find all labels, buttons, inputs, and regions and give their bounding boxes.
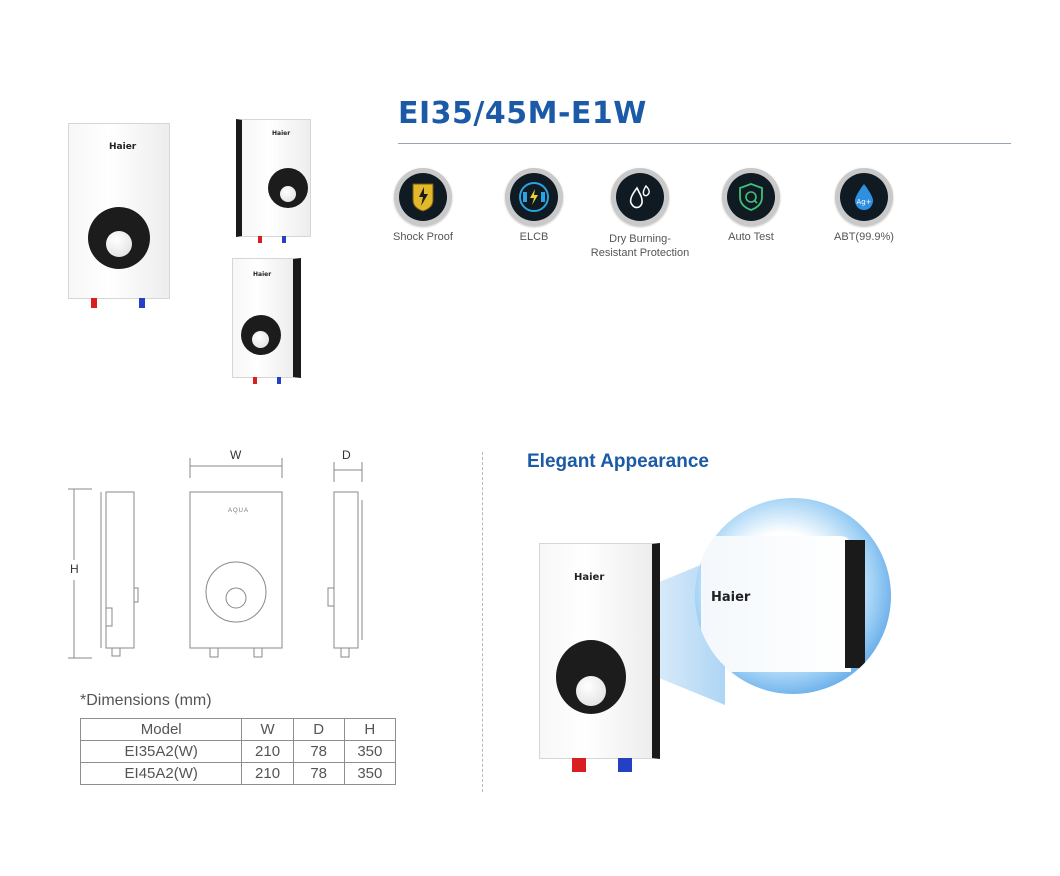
closeup-side bbox=[845, 540, 865, 668]
technical-drawing: H W D AQUA bbox=[60, 440, 380, 670]
table-cell-d: 78 bbox=[292, 762, 345, 785]
shock-proof-icon bbox=[399, 173, 447, 221]
cold-pipe bbox=[277, 377, 281, 384]
feature-label: Auto Test bbox=[728, 231, 774, 243]
feature-auto-test: Auto Test bbox=[691, 168, 811, 244]
table-header-cell: D bbox=[292, 718, 345, 741]
feature-label: ELCB bbox=[519, 231, 549, 243]
title-divider bbox=[398, 143, 1011, 144]
hot-pipe bbox=[258, 236, 262, 243]
silver-ion-drop-icon: Ag+ bbox=[840, 173, 888, 221]
feature-abt: Ag+ ABT(99.9%) bbox=[804, 168, 924, 244]
cold-pipe bbox=[618, 758, 632, 772]
water-drops-icon bbox=[616, 173, 664, 221]
feature-label: Dry Burning- Resistant Protection bbox=[590, 233, 690, 259]
cold-pipe bbox=[139, 298, 145, 308]
feature-shock-proof: Shock Proof bbox=[363, 168, 483, 244]
feature-label: Shock Proof bbox=[393, 231, 453, 243]
feature-badge bbox=[722, 168, 780, 226]
feature-badge bbox=[505, 168, 563, 226]
depth-label: D bbox=[342, 448, 351, 462]
closeup-panel bbox=[701, 536, 851, 672]
table-cell-w: 210 bbox=[241, 762, 294, 785]
closeup-brand: Haier bbox=[711, 590, 751, 605]
elcb-icon bbox=[510, 173, 558, 221]
table-row: EI45A2(W) 210 78 350 bbox=[79, 762, 397, 785]
feature-dry-burning: Dry Burning- Resistant Protection bbox=[580, 168, 700, 260]
table-header-row: Model W D H bbox=[79, 718, 397, 741]
product-hero-image: Haier bbox=[539, 543, 660, 772]
brand-logo: Haier bbox=[272, 130, 291, 137]
temperature-knob bbox=[576, 676, 606, 706]
hot-pipe bbox=[253, 377, 257, 384]
height-label: H bbox=[70, 562, 79, 576]
table-row: EI35A2(W) 210 78 350 bbox=[79, 740, 397, 763]
temperature-knob bbox=[280, 186, 296, 202]
table-cell-h: 350 bbox=[343, 740, 397, 763]
feature-badge bbox=[394, 168, 452, 226]
drawing-lines bbox=[68, 458, 363, 659]
width-label: W bbox=[230, 448, 242, 462]
zoom-closeup: Haier bbox=[695, 498, 891, 694]
brand-logo: Haier bbox=[253, 271, 272, 278]
brand-logo: Haier bbox=[574, 572, 605, 583]
model-title: EI35/45M-E1W bbox=[398, 96, 647, 131]
feature-label: ABT(99.9%) bbox=[834, 231, 894, 243]
feature-badge bbox=[611, 168, 669, 226]
section-divider bbox=[482, 452, 483, 792]
auto-test-shield-icon bbox=[727, 173, 775, 221]
table-cell-h: 350 bbox=[343, 762, 397, 785]
table-cell-w: 210 bbox=[241, 740, 294, 763]
feature-badge: Ag+ bbox=[835, 168, 893, 226]
cold-pipe bbox=[282, 236, 286, 243]
dimensions-table: Model W D H EI35A2(W) 210 78 350 EI45A2(… bbox=[79, 718, 397, 785]
product-angle-right-image: Haier bbox=[232, 258, 301, 384]
temperature-knob bbox=[252, 331, 269, 348]
product-angle-left-image: Haier bbox=[236, 119, 311, 243]
drawing-brand: AQUA bbox=[228, 508, 250, 514]
table-cell-model: EI45A2(W) bbox=[79, 762, 243, 785]
brand-logo: Haier bbox=[109, 142, 137, 152]
hot-pipe bbox=[91, 298, 97, 308]
svg-text:Ag+: Ag+ bbox=[856, 198, 871, 206]
table-header-cell: W bbox=[241, 718, 294, 741]
table-header-cell: H bbox=[343, 718, 397, 741]
appearance-title: Elegant Appearance bbox=[527, 451, 709, 472]
table-header-cell: Model bbox=[79, 718, 243, 741]
temperature-knob bbox=[106, 231, 132, 257]
hot-pipe bbox=[572, 758, 586, 772]
feature-elcb: ELCB bbox=[474, 168, 594, 244]
product-front-image: Haier bbox=[68, 123, 170, 308]
table-cell-model: EI35A2(W) bbox=[79, 740, 243, 763]
dimensions-title: *Dimensions (mm) bbox=[80, 692, 212, 709]
table-cell-d: 78 bbox=[292, 740, 345, 763]
